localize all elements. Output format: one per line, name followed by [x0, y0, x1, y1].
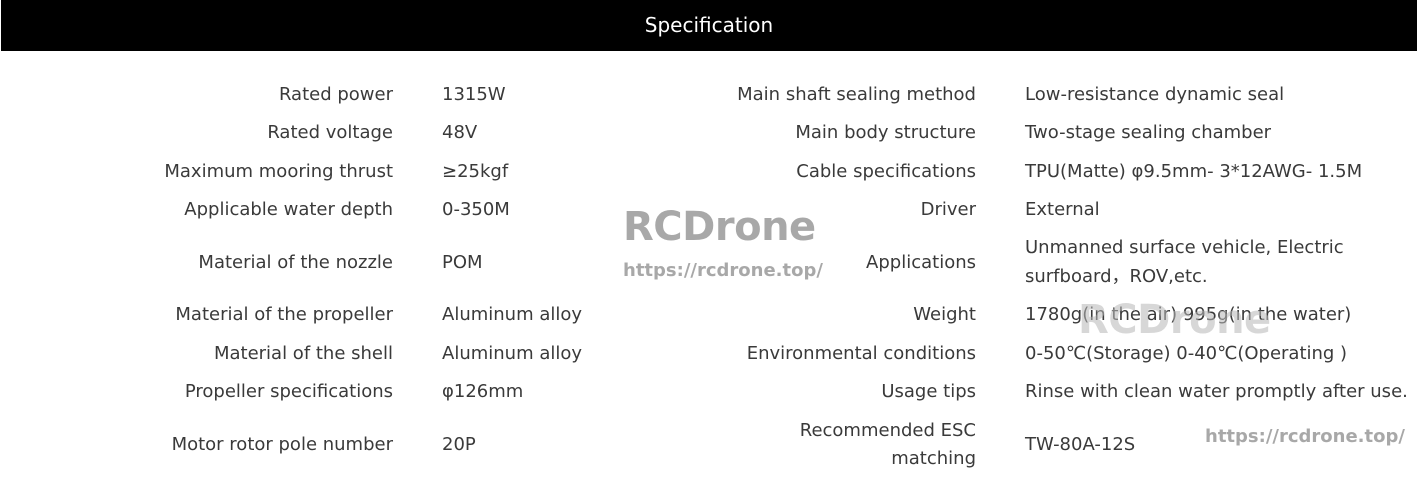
spec-value-rotor-pole-number: 20P — [442, 434, 476, 455]
spec-value-applications-line2: surfboard，ROV,etc. — [1025, 266, 1208, 287]
spec-label-water-depth: Applicable water depth — [184, 199, 393, 220]
spec-label-weight: Weight — [913, 304, 976, 325]
spec-value-rated-power: 1315W — [442, 84, 506, 105]
watermark-logo: RCDrone — [623, 204, 816, 250]
spec-label-nozzle-material: Material of the nozzle — [198, 252, 393, 273]
header-title: Specification — [644, 13, 774, 37]
spec-value-propeller-material: Aluminum alloy — [442, 304, 583, 325]
spec-label-shaft-sealing: Main shaft sealing method — [737, 84, 976, 105]
spec-value-rated-voltage: 48V — [442, 122, 478, 143]
spec-value-nozzle-material: POM — [442, 252, 483, 273]
spec-label-recommended-esc-line2: matching — [891, 448, 976, 469]
spec-label-environmental-conditions: Environmental conditions — [746, 343, 976, 364]
spec-value-shell-material: Aluminum alloy — [442, 343, 583, 364]
spec-value-body-structure: Two-stage sealing chamber — [1025, 122, 1272, 143]
spec-value-weight: 1780g(in the air) 995g(in the water) — [1025, 304, 1352, 325]
spec-value-max-mooring-thrust: ≥25kgf — [442, 161, 509, 182]
spec-value-usage-tips: Rinse with clean water promptly after us… — [1025, 381, 1408, 402]
spec-label-cable-specs: Cable specifications — [796, 161, 976, 182]
specification-header: Specification — [1, 0, 1417, 51]
spec-value-applications-line1: Unmanned surface vehicle, Electric — [1025, 237, 1344, 258]
spec-label-usage-tips: Usage tips — [881, 381, 976, 402]
spec-value-cable-specs: TPU(Matte) φ9.5mm- 3*12AWG- 1.5M — [1025, 161, 1363, 182]
spec-value-recommended-esc: TW-80A-12S — [1025, 434, 1136, 455]
spec-label-driver: Driver — [920, 199, 976, 220]
spec-value-propeller-specs: φ126mm — [442, 381, 524, 402]
spec-value-driver: External — [1025, 199, 1100, 220]
spec-label-recommended-esc-line1: Recommended ESC — [799, 420, 976, 441]
spec-label-max-mooring-thrust: Maximum mooring thrust — [164, 161, 393, 182]
spec-label-applications: Applications — [866, 252, 976, 273]
spec-label-body-structure: Main body structure — [795, 122, 976, 143]
spec-label-propeller-material: Material of the propeller — [175, 304, 393, 325]
spec-value-water-depth: 0-350M — [442, 199, 510, 220]
spec-label-shell-material: Material of the shell — [213, 343, 393, 364]
spec-label-propeller-specs: Propeller specifications — [184, 381, 393, 402]
watermark-url-secondary: https://rcdrone.top/ — [1205, 426, 1405, 447]
spec-value-shaft-sealing: Low-resistance dynamic seal — [1025, 84, 1285, 105]
spec-label-rated-power: Rated power — [278, 84, 393, 105]
spec-label-rated-voltage: Rated voltage — [267, 122, 393, 143]
spec-label-rotor-pole-number: Motor rotor pole number — [171, 434, 393, 455]
watermark-url: https://rcdrone.top/ — [623, 260, 823, 281]
spec-value-environmental-conditions: 0-50℃(Storage) 0-40℃(Operating ) — [1025, 343, 1348, 364]
